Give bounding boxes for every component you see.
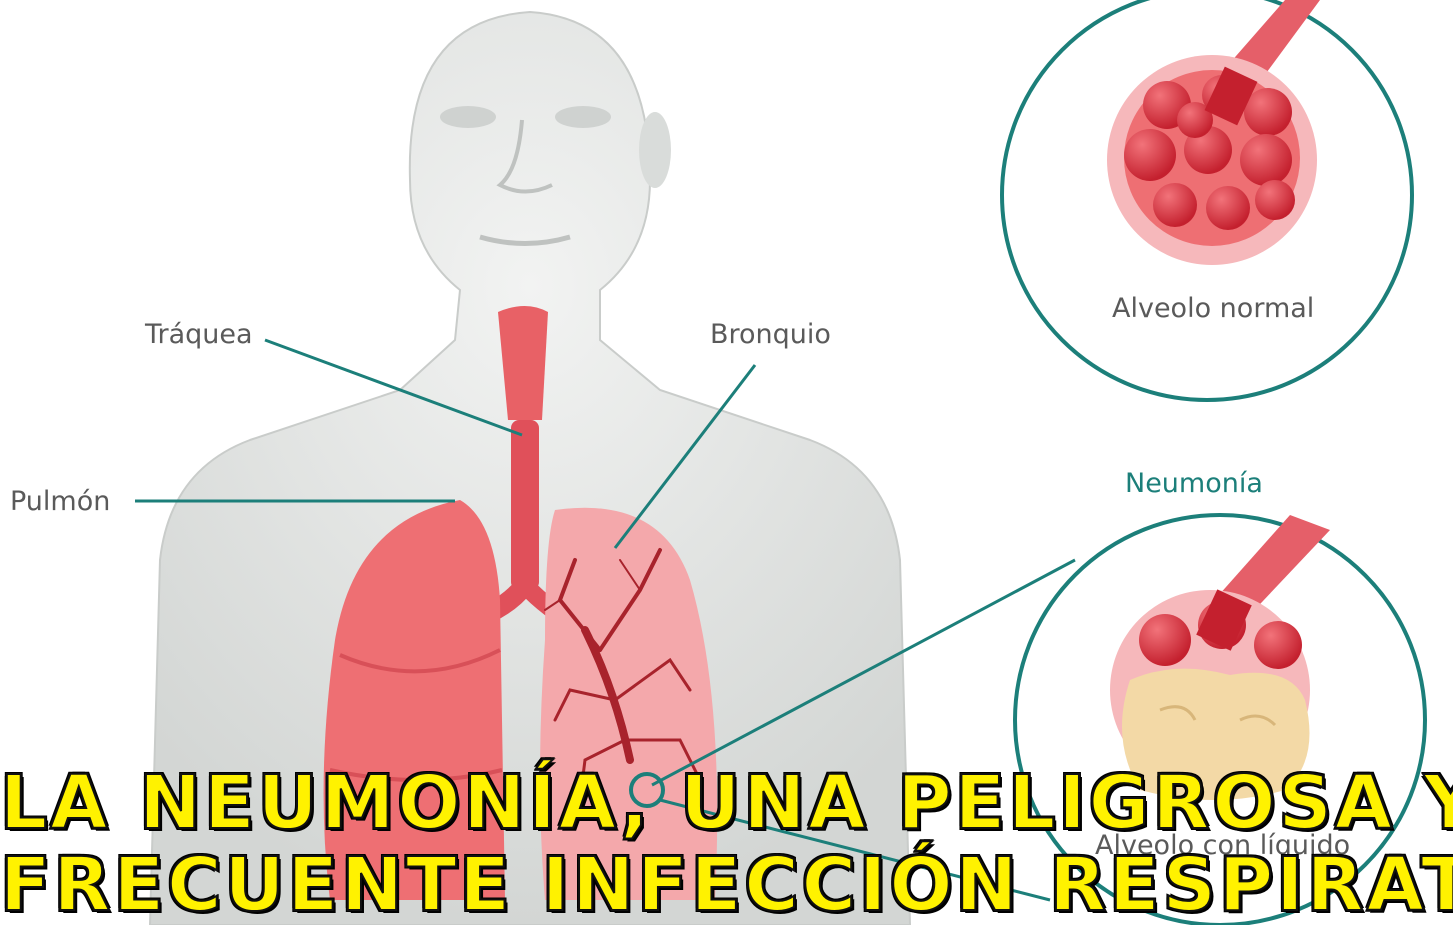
label-alveolo-normal: Alveolo normal [1112,293,1315,324]
bronchial-tree [544,548,702,802]
label-traquea: Tráquea [145,319,253,350]
label-bronquio: Bronquio [710,319,831,350]
label-alveolo-liquido: Alveolo con líquido [1095,830,1351,861]
headline-line-2: FRECUENTE INFECCIÓN RESPIRATORIA [0,842,1453,925]
leader-lines [135,338,1076,902]
label-neumonia: Neumonía [1125,468,1263,499]
lung-right [323,500,505,900]
headline-line-1: LA NEUMONÍA, UNA PELIGROSA Y [0,760,1453,846]
alveolus-normal-panel [1000,0,1414,402]
label-pulmon: Pulmón [10,486,111,517]
alveolus-zoom-marker [629,772,665,808]
alveolus-pneumonia-panel [1013,513,1427,925]
